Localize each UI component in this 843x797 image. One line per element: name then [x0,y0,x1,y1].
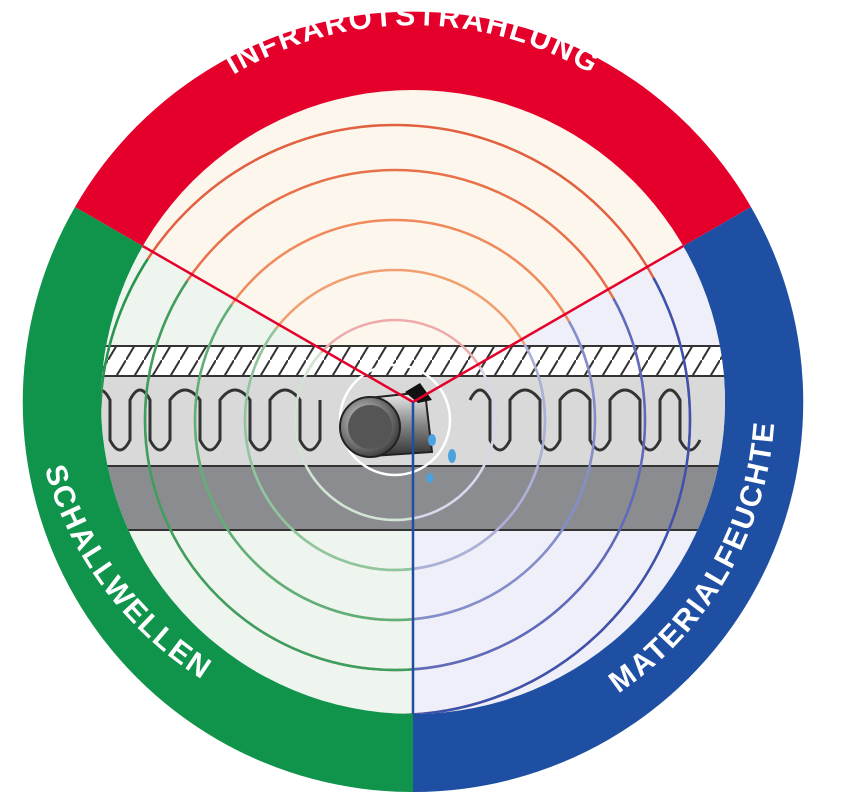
water-drops-icon [426,434,456,483]
heating-pipe-loops [101,388,702,452]
leaking-pipe [339,383,434,458]
screed-layer [101,465,725,531]
